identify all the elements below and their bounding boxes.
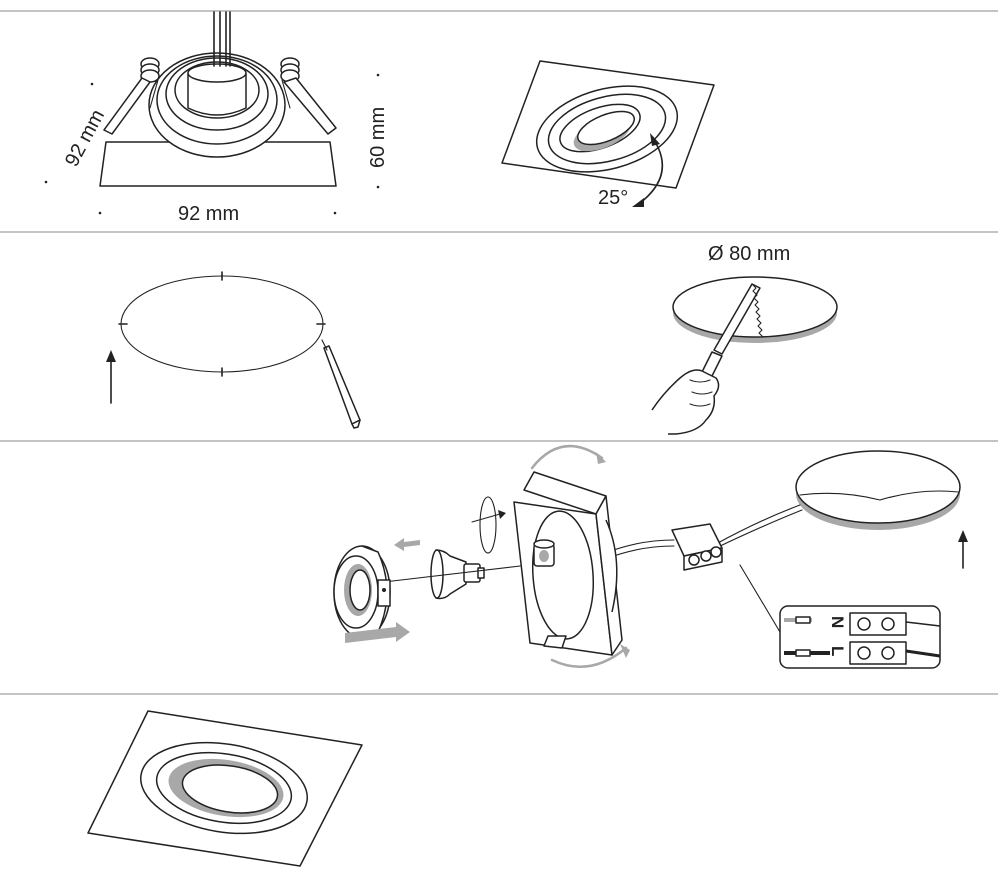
up-arrow-icon (106, 350, 116, 404)
diameter-label: Ø 80 mm (708, 243, 790, 265)
saw-icon (701, 283, 764, 377)
live-row (784, 641, 941, 665)
height-label: 60 mm (367, 107, 389, 168)
fixture-tilt-view (501, 60, 715, 207)
mounting-plate (513, 471, 623, 656)
right-spring-clip (280, 57, 337, 135)
rotate-arrows (530, 444, 630, 668)
terminal-block (671, 523, 781, 633)
neutral-row (784, 612, 941, 636)
ceiling-disc (795, 450, 961, 530)
up-arrow-icon-2 (958, 530, 968, 569)
section-assembly: N L (333, 444, 968, 669)
wiring-detail-box (779, 605, 941, 669)
fixture-side-view (99, 11, 337, 187)
installed-fixture (87, 710, 363, 867)
tilt-label: 25° (598, 187, 628, 209)
bezel-ring (333, 545, 391, 639)
live-label: L (828, 646, 847, 656)
remove-arrow-icon (394, 538, 420, 551)
depth-label: 92 mm (61, 106, 109, 170)
left-spring-clip (103, 57, 160, 135)
width-label: 92 mm (178, 203, 239, 225)
section-finished (87, 710, 363, 867)
pencil-icon (321, 339, 361, 429)
hand-icon (651, 369, 720, 435)
neutral-label: N (828, 616, 847, 628)
section-dimensions: 92 mm 92 mm 60 mm 25° (44, 11, 715, 225)
section-cutout: Ø 80 mm (106, 243, 838, 435)
turn-arrow-icon (471, 496, 506, 554)
insert-arrow-icon (345, 622, 410, 643)
ceiling-marking-circle (118, 271, 326, 377)
lamp-bulb (383, 549, 521, 600)
cut-hole-disc (672, 276, 838, 343)
